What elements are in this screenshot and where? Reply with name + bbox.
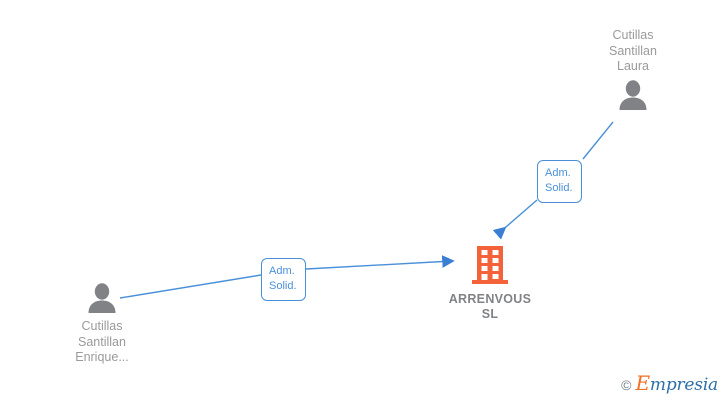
edge-laura-to-company [492, 121, 614, 240]
company-name-line-1: ARRENVOUS [448, 292, 532, 306]
company-name-line-2: SL [481, 307, 499, 321]
person-name-line-1: Cutillas [81, 319, 123, 333]
copyright-icon: © [621, 377, 632, 393]
person-name-line-3: Laura [617, 59, 649, 73]
edge-label-line-2: Solid. [545, 182, 573, 194]
edge-label-enrique[interactable]: Adm. Solid. [261, 258, 306, 301]
edge-label-line-2: Solid. [269, 280, 297, 292]
person-icon [88, 283, 116, 313]
edge-label-laura[interactable]: Adm. Solid. [537, 160, 582, 203]
brand-initial: E [635, 371, 651, 395]
person-node-laura[interactable]: Cutillas Santillan Laura [578, 28, 688, 110]
edge-label-line-1: Adm. [269, 265, 295, 277]
company-name: ARRENVOUS SL [432, 292, 548, 322]
person-name-enrique: Cutillas Santillan Enrique... [47, 319, 157, 366]
person-name-line-1: Cutillas [612, 28, 654, 42]
edge-label-line-1: Adm. [545, 167, 571, 179]
edge-enrique-to-company [119, 255, 455, 299]
person-icon [619, 79, 647, 110]
company-node-arrenvous[interactable]: ARRENVOUS SL [432, 244, 548, 322]
empresia-watermark: © Empresia [621, 373, 718, 394]
person-name-laura: Cutillas Santillan Laura [578, 28, 688, 75]
brand-rest: mpresia [649, 375, 718, 395]
brand-logo: Empresia [636, 373, 719, 394]
person-name-line-2: Santillan [78, 334, 126, 349]
person-name-line-2: Santillan [609, 43, 657, 58]
building-icon [472, 246, 508, 284]
person-node-enrique[interactable]: Cutillas Santillan Enrique... [47, 283, 157, 366]
person-name-line-3: Enrique... [75, 350, 129, 364]
